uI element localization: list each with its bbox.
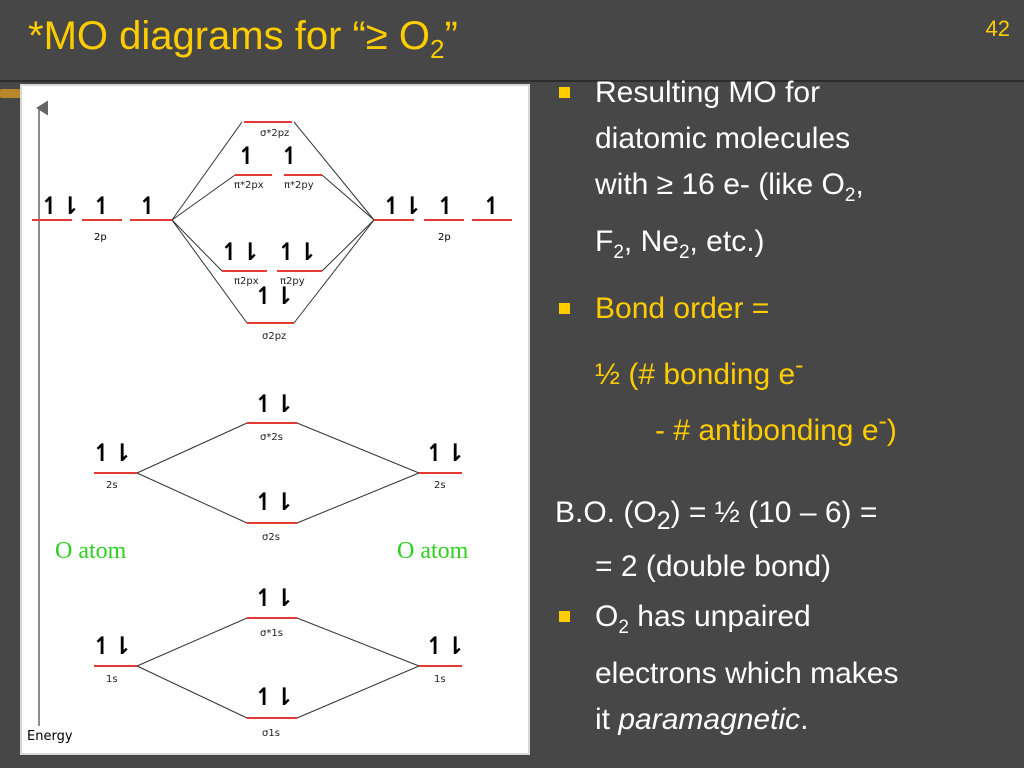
label-sigma-star-2pz: σ*2pz bbox=[260, 128, 289, 139]
label-sigma-star-2s: σ*2s bbox=[260, 432, 283, 443]
title-suffix: ” bbox=[444, 14, 458, 58]
bullet-text: it bbox=[595, 703, 619, 736]
mo-diagram: Energy 2p 2p σ*2pz π*2px π*2py π2p bbox=[27, 100, 512, 744]
label-pi-star-2py: π*2py bbox=[284, 180, 314, 191]
left-2p-label: 2p bbox=[94, 232, 107, 243]
left-atom-label: O atom bbox=[55, 538, 127, 564]
electron-pair-pi-y: ↿⇂ bbox=[277, 238, 317, 266]
electron-pair-sigma-2s: ↿⇂ bbox=[254, 488, 294, 516]
bullet-text: has unpaired bbox=[628, 600, 811, 633]
electron-pair-sigma-star-1s: ↿⇂ bbox=[254, 584, 294, 612]
calc-text: ) = ½ (10 – 6) = bbox=[670, 496, 878, 529]
levels-2s bbox=[94, 422, 462, 524]
subscript: 2 bbox=[678, 242, 690, 263]
superscript: - bbox=[795, 351, 804, 379]
bond-order-formula-line1: ½ (# bonding e- bbox=[555, 342, 1015, 398]
electron-pair-sigma-star-2s: ↿⇂ bbox=[254, 390, 294, 418]
calc-text: B.O. (O bbox=[555, 496, 657, 529]
electron-pi-star-x: ↿ bbox=[237, 142, 257, 170]
mo-2p-levels bbox=[222, 121, 322, 324]
label-sigma-2s: σ2s bbox=[262, 532, 280, 543]
bullet-text: diatomic molecules bbox=[595, 122, 851, 155]
electron-right-2p-a: ↿ bbox=[436, 192, 456, 220]
electron-pair-left-2p: ↿⇂ bbox=[40, 192, 80, 220]
subscript: 2 bbox=[656, 507, 671, 535]
label-pi-star-2px: π*2px bbox=[234, 180, 264, 191]
label-sigma-star-1s: σ*1s bbox=[260, 628, 283, 639]
subscript: 2 bbox=[618, 617, 629, 638]
calc-text: = 2 (double bond) bbox=[595, 550, 832, 583]
bullet-text: Resulting MO for bbox=[595, 76, 821, 109]
electron-pair-right-2p: ↿⇂ bbox=[382, 192, 422, 220]
electron-pi-star-y: ↿ bbox=[280, 142, 300, 170]
bond-order-calculation: B.O. (O2) = ½ (10 – 6) = = 2 (double bon… bbox=[555, 490, 1015, 590]
superscript: - bbox=[878, 407, 887, 435]
bullet-list: Resulting MO for diatomic molecules with… bbox=[555, 70, 1015, 743]
electron-right-2p-b: ↿ bbox=[482, 192, 502, 220]
subscript: 2 bbox=[613, 242, 624, 263]
formula-text: - # antibonding e bbox=[655, 414, 879, 447]
energy-label: Energy bbox=[27, 729, 73, 744]
bullet-text: O bbox=[595, 600, 619, 633]
label-sigma-1s: σ1s bbox=[262, 728, 280, 739]
accent-marker bbox=[0, 89, 26, 98]
bullet-text: , Ne bbox=[623, 225, 679, 258]
bullet-text: , bbox=[855, 168, 864, 201]
bullet-text: . bbox=[800, 703, 809, 736]
bullet-text: with ≥ 16 e- (like O bbox=[595, 168, 845, 201]
left-1s-label: 1s bbox=[106, 674, 118, 685]
right-atom-label: O atom bbox=[397, 538, 469, 564]
electron-left-2p-b: ↿ bbox=[138, 192, 158, 220]
bond-order-label: Bond order = bbox=[595, 292, 770, 325]
bullet-bond-order: Bond order = bbox=[555, 286, 1015, 332]
electron-pair-left-1s: ↿⇂ bbox=[92, 632, 132, 660]
mo-diagram-panel: Energy 2p 2p σ*2pz π*2px π*2py π2p bbox=[20, 84, 530, 755]
bullet-text: , etc.) bbox=[689, 225, 765, 258]
formula-text: ) bbox=[886, 414, 897, 447]
bond-order-formula-line2: - # antibonding e-) bbox=[555, 398, 1015, 454]
label-pi-2px: π2px bbox=[234, 276, 259, 287]
levels-1s bbox=[94, 617, 462, 719]
subscript: 2 bbox=[844, 185, 856, 206]
bullet-resulting-mo: Resulting MO for diatomic molecules with… bbox=[555, 70, 1015, 276]
title-subscript: 2 bbox=[430, 34, 445, 64]
electron-pair-left-2s: ↿⇂ bbox=[92, 439, 132, 467]
electron-pair-right-1s: ↿⇂ bbox=[425, 632, 465, 660]
right-2s-label: 2s bbox=[434, 480, 446, 491]
right-1s-label: 1s bbox=[434, 674, 446, 685]
emphasis-text: paramagnetic bbox=[618, 703, 801, 736]
formula-text: ½ (# bonding e bbox=[595, 358, 796, 391]
electron-pair-sigma-2pz: ↿⇂ bbox=[254, 282, 294, 310]
slide-title: *MO diagrams for “≥ O2” bbox=[28, 14, 458, 65]
slide-number: 42 bbox=[985, 16, 1010, 41]
bullet-text: F bbox=[595, 225, 614, 258]
label-pi-2py: π2py bbox=[280, 276, 305, 287]
label-sigma-2pz: σ2pz bbox=[262, 331, 286, 342]
correlation-lines-2p bbox=[171, 121, 375, 324]
left-2s-label: 2s bbox=[106, 480, 118, 491]
electron-pair-sigma-1s: ↿⇂ bbox=[254, 683, 294, 711]
electron-left-2p-a: ↿ bbox=[92, 192, 112, 220]
electron-pair-right-2s: ↿⇂ bbox=[425, 439, 465, 467]
title-text: *MO diagrams for “≥ O bbox=[28, 14, 431, 58]
title-divider bbox=[0, 80, 1024, 82]
correlation-lines-1s bbox=[136, 617, 420, 719]
electron-pair-pi-x: ↿⇂ bbox=[220, 238, 260, 266]
right-2p-label: 2p bbox=[438, 232, 451, 243]
bullet-text: electrons which makes bbox=[595, 657, 899, 690]
correlation-lines-2s bbox=[136, 422, 420, 524]
bullet-paramagnetic: O2 has unpaired electrons which makes it… bbox=[555, 594, 1015, 743]
